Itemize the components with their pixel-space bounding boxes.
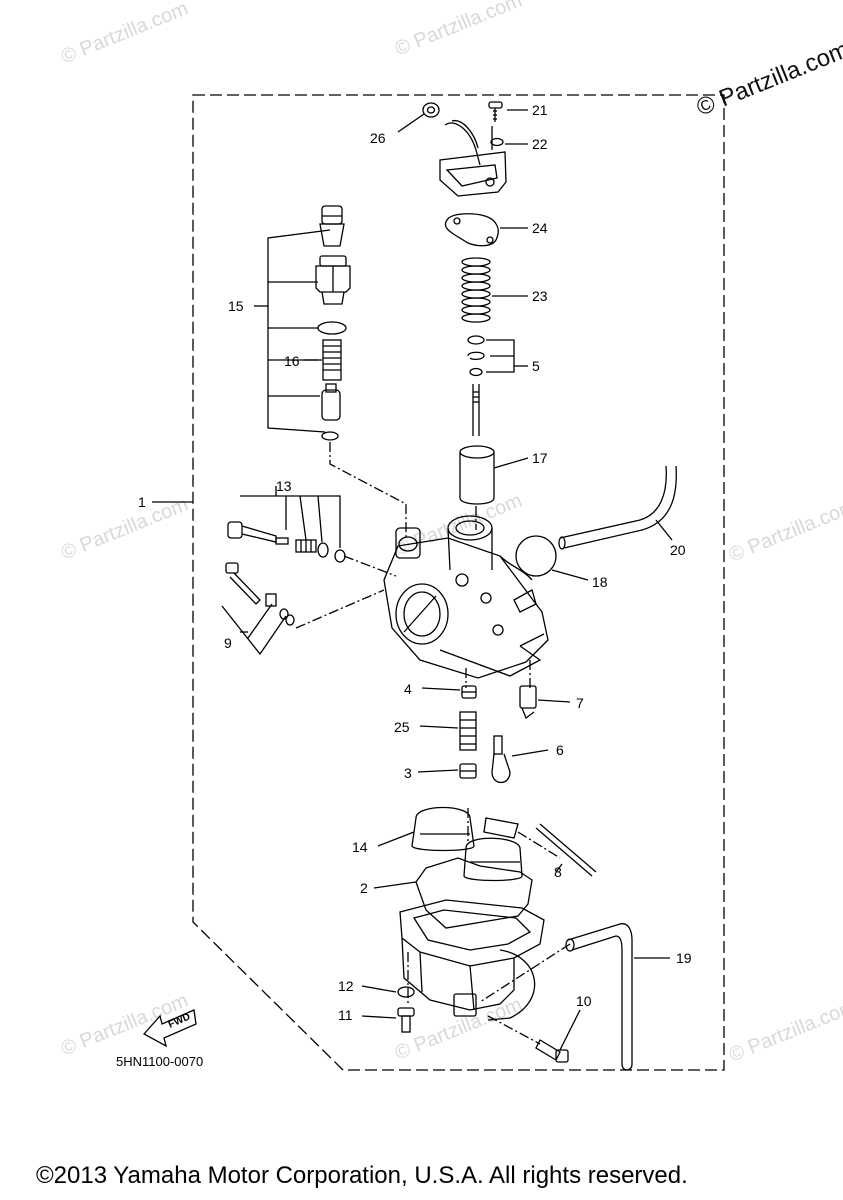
part-20-hose [558, 465, 677, 550]
carburetor-body [383, 515, 549, 679]
callout-5: 5 [532, 358, 540, 374]
callout-7: 7 [576, 695, 584, 711]
float-chamber [399, 899, 545, 1021]
part-15-cap [319, 205, 345, 247]
callout-14: 14 [352, 839, 368, 855]
part-14-float-left [411, 806, 475, 852]
bracket-13 [240, 495, 341, 548]
part-14-float-right [463, 817, 523, 882]
fwd-arrow-icon [142, 1009, 197, 1048]
part-3-main-jet [459, 763, 477, 779]
part-16-spring [322, 339, 342, 381]
part-9-spring [265, 593, 277, 607]
part-13-washer [317, 542, 329, 558]
part-24-gasket [444, 213, 499, 247]
part-13-oring [334, 549, 346, 563]
callout-4: 4 [404, 681, 412, 697]
callout-18: 18 [592, 574, 608, 590]
part-10-drain-screw [535, 1039, 569, 1063]
part-22-washer [490, 137, 504, 147]
part-11-screw [397, 1007, 415, 1033]
callout-21: 21 [532, 102, 548, 118]
part-26-cap [422, 102, 440, 118]
part-2-gasket [415, 857, 533, 929]
part-15-oring-lower [321, 431, 339, 441]
part-6-pilot-jet [491, 735, 511, 784]
part-13-spring [295, 539, 317, 553]
part-13-pilot-screw [227, 521, 289, 545]
callout-20: 20 [670, 542, 686, 558]
part-25-needle-jet [459, 711, 477, 751]
callout-13: 13 [276, 478, 292, 494]
callout-8: 8 [554, 864, 562, 880]
bracket-15 [267, 229, 331, 433]
copyright-notice: ©2013 Yamaha Motor Corporation, U.S.A. A… [36, 1162, 688, 1189]
part-15-nut [315, 255, 351, 305]
part-starter-cover [439, 119, 507, 197]
callout-9: 9 [224, 635, 232, 651]
assembly-boundary [192, 94, 725, 1071]
callout-23: 23 [532, 288, 548, 304]
part-7-valve-seat [519, 685, 537, 720]
part-19-hose [565, 923, 633, 1071]
callout-11: 11 [338, 1007, 353, 1023]
callout-22: 22 [532, 136, 548, 152]
callout-12: 12 [338, 978, 354, 994]
part-17-throttle-valve [459, 445, 495, 505]
callout-16: 16 [284, 353, 300, 369]
part-12-washer [397, 986, 415, 998]
callout-26: 26 [370, 130, 386, 146]
part-15-oring-upper [317, 321, 347, 335]
part-jet-needle [472, 384, 480, 436]
callout-24: 24 [532, 220, 548, 236]
callout-10: 10 [576, 993, 592, 1009]
part-9-oring [285, 614, 295, 626]
diagram-code: 5HN1100-0070 [116, 1054, 204, 1069]
callout-15: 15 [228, 298, 244, 314]
part-23-spring [461, 257, 491, 323]
callout-17: 17 [532, 450, 548, 466]
part-5-clip-set [467, 335, 485, 377]
bracket-9 [221, 605, 287, 656]
part-15-plunger [321, 383, 341, 421]
callout-19: 19 [676, 950, 692, 966]
callout-2: 2 [360, 880, 368, 896]
part-21-screw [488, 101, 503, 122]
part-18-oring [515, 535, 557, 577]
callout-6: 6 [556, 742, 564, 758]
callout-1: 1 [138, 494, 146, 510]
part-8-float-pin [535, 823, 597, 877]
part-4-nozzle [461, 685, 477, 699]
callout-25: 25 [394, 719, 410, 735]
part-9-throttle-screw [225, 562, 261, 605]
callout-3: 3 [404, 765, 412, 781]
